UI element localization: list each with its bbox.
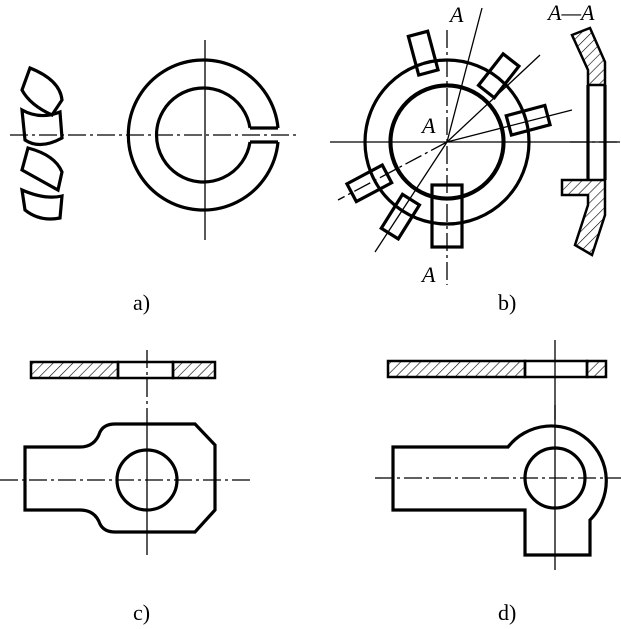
figure-b-tab-washer: A A A A—A b) (330, 0, 620, 315)
section-label-center: A (420, 113, 436, 138)
tab-washer-section-view (560, 26, 620, 257)
lock-washer-c-plan (0, 422, 250, 555)
lock-washer-c-section (29, 350, 217, 425)
figure-d-lock-washer: d) (375, 340, 621, 625)
figure-c-lock-washer: c) (0, 350, 250, 625)
spring-washer-side-view (19, 65, 64, 221)
section-label-top: A (448, 2, 464, 27)
figure-a-spring-washer: a) (10, 40, 300, 315)
tab-washer-front-view (330, 7, 620, 285)
caption-a: a) (133, 290, 150, 315)
lock-washer-d-section (386, 340, 608, 420)
spring-washer-front-view (10, 40, 300, 240)
section-label-bottom: A (420, 262, 436, 287)
section-view-title: A—A (546, 0, 595, 25)
caption-b: b) (498, 290, 516, 315)
caption-c: c) (133, 600, 150, 625)
lock-washer-d-plan (375, 405, 621, 570)
caption-d: d) (498, 600, 516, 625)
